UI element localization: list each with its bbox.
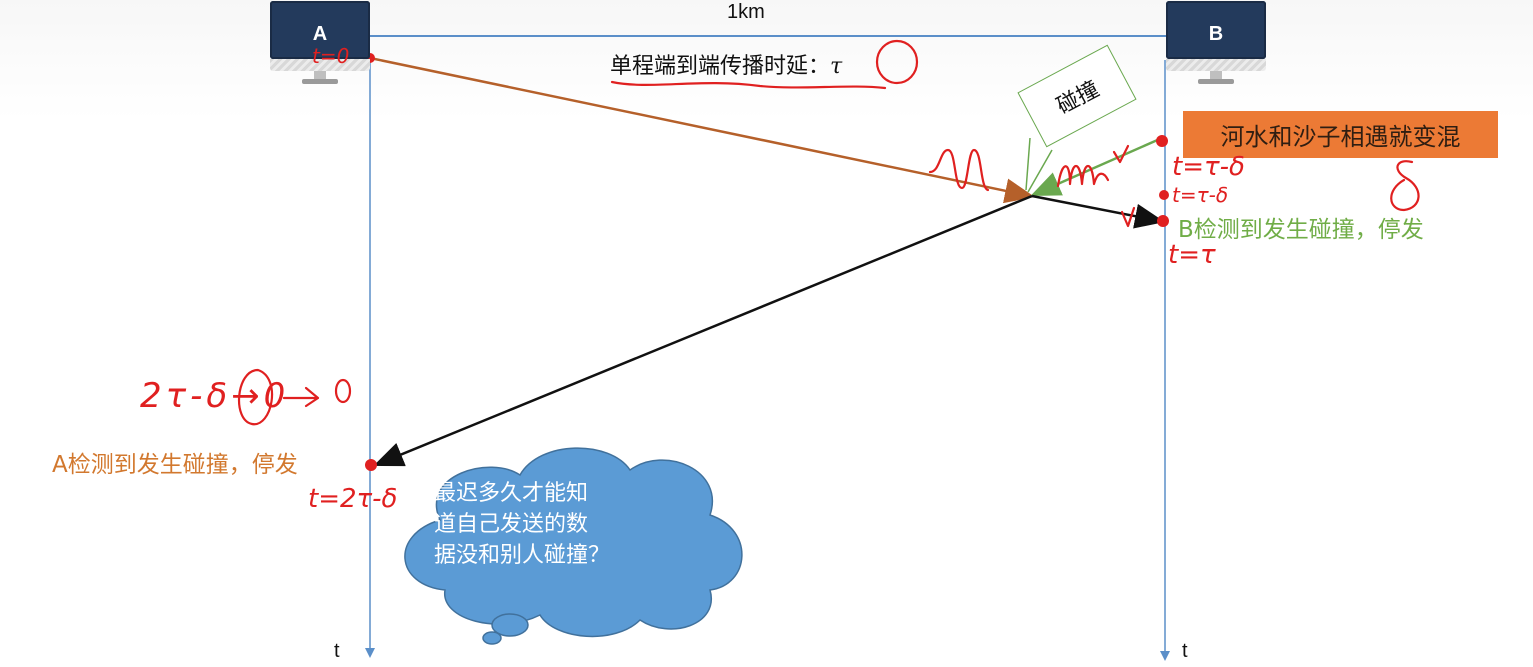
host-b-neck bbox=[1210, 71, 1222, 79]
host-b-bezel bbox=[1166, 59, 1266, 71]
frame-a-signal bbox=[369, 56, 1035, 204]
host-b-computer: B bbox=[1166, 1, 1266, 87]
b-detect-label: B检测到发生碰撞，停发 bbox=[1178, 217, 1424, 243]
b-detect-dot bbox=[1157, 215, 1169, 227]
hand-delta: δ bbox=[1432, 160, 1433, 161]
host-a-computer: A bbox=[270, 1, 370, 87]
a-detect-label: A检测到发生碰撞，停发 bbox=[52, 452, 298, 478]
host-b-label: B bbox=[1208, 23, 1224, 45]
question-text: 最迟多久才能知 道自己发送的数 据没和别人碰撞？ bbox=[434, 478, 664, 571]
host-a-stand bbox=[302, 79, 338, 84]
hand-t-tau-minus-delta-2: t=τ-δ bbox=[1172, 183, 1229, 207]
cloud-bubble-2 bbox=[482, 631, 502, 645]
v-mark-2 bbox=[1120, 206, 1136, 228]
collision-pointer-2 bbox=[1027, 149, 1053, 193]
question-cloud bbox=[404, 447, 743, 645]
hand-t-tau: t=τ bbox=[1168, 240, 1216, 270]
signal-wave-right bbox=[1056, 164, 1110, 188]
question-line-2: 道自己发送的数 bbox=[434, 512, 589, 537]
host-b-stand bbox=[1198, 79, 1234, 84]
frame-b-signal bbox=[1030, 136, 1163, 197]
cloud-bubble-1 bbox=[491, 613, 529, 637]
a-detect-dot bbox=[365, 459, 377, 471]
question-line-1: 最迟多久才能知 bbox=[434, 481, 589, 506]
question-line-3: 据没和别人碰撞？ bbox=[434, 543, 611, 568]
b-mark-dot bbox=[1159, 190, 1169, 200]
signal-wave-left bbox=[928, 148, 990, 192]
limit-zero bbox=[334, 378, 352, 404]
propagation-underline bbox=[610, 80, 887, 90]
host-a-screen: A bbox=[270, 1, 370, 59]
collision-to-a-signal bbox=[373, 194, 1033, 467]
cloud-shape bbox=[404, 447, 743, 638]
collision-pointer bbox=[1025, 137, 1031, 191]
timeline-b-arrow-icon bbox=[1160, 651, 1170, 661]
handwriting-layer bbox=[238, 39, 1420, 426]
tau-circle bbox=[875, 39, 919, 85]
hand-limit: 2τ-δ→0 bbox=[140, 376, 290, 416]
collision-to-b-signal bbox=[1031, 194, 1165, 229]
timeline-a-arrow-icon bbox=[365, 648, 375, 658]
host-b-screen: B bbox=[1166, 1, 1266, 59]
analogy-label: 河水和沙子相遇就变混 bbox=[1220, 123, 1461, 151]
propagation-label: 单程端到端传播时延：τ bbox=[610, 48, 842, 80]
limit-arrow bbox=[282, 386, 320, 408]
hand-t-tau-minus-delta: t=τ-δ bbox=[1172, 152, 1245, 182]
b-send-dot bbox=[1156, 135, 1168, 147]
analogy-callout: 河水和沙子相遇就变混 bbox=[1183, 111, 1498, 158]
v-mark-1 bbox=[1112, 144, 1130, 164]
propagation-text: 单程端到端传播时延： bbox=[610, 54, 831, 79]
host-a-bezel bbox=[270, 59, 370, 71]
collision-label: 碰撞 bbox=[1052, 76, 1104, 120]
host-a-neck bbox=[314, 71, 326, 79]
hand-t0: t=0 bbox=[312, 44, 350, 68]
delta-symbol bbox=[1390, 160, 1420, 212]
host-a-label: A bbox=[312, 23, 328, 45]
hand-t-two-tau-minus-delta: t=2τ-δ bbox=[308, 484, 398, 514]
distance-label: 1km bbox=[727, 1, 765, 23]
time-axis-a-label: t bbox=[334, 640, 340, 662]
propagation-symbol: τ bbox=[830, 54, 843, 79]
limit-circle bbox=[238, 368, 274, 426]
time-axis-b-label: t bbox=[1182, 640, 1188, 662]
